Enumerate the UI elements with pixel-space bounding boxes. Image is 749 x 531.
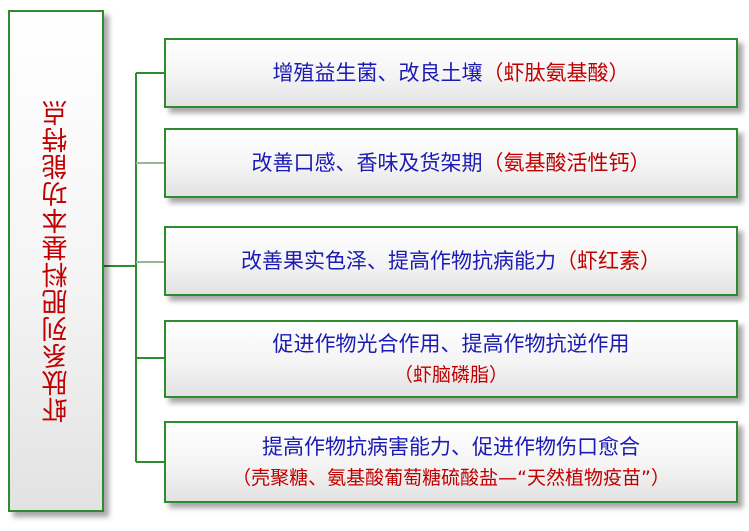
feature-1-main: 增殖益生菌、改良土壤 <box>272 61 483 85</box>
feature-3-text: 改善果实色泽、提高作物抗病能力（虾红素） <box>241 245 661 277</box>
feature-box-1: 增殖益生菌、改良土壤（虾肽氨基酸） <box>164 38 738 108</box>
feature-4-main: 促进作物光合作用、提高作物抗逆作用 <box>272 332 630 356</box>
feature-3-main: 改善果实色泽、提高作物抗病能力 <box>241 249 556 273</box>
feature-2-text: 改善口感、香味及货架期（氨基酸活性钙） <box>252 147 651 179</box>
feature-5-note: （壳聚糖、氨基酸葡萄糖硫酸盐—“天然植物疫苗”） <box>232 467 670 489</box>
root-node: 虾肽系列肥料基本功能特点 <box>8 10 104 512</box>
feature-box-4: 促进作物光合作用、提高作物抗逆作用 （虾脑磷脂） <box>164 320 738 398</box>
feature-1-text: 增殖益生菌、改良土壤（虾肽氨基酸） <box>273 57 630 89</box>
feature-3-note: （虾红素） <box>556 249 661 273</box>
root-title: 虾肽系列肥料基本功能特点 <box>41 99 72 423</box>
feature-5-main: 提高作物抗病害能力、促进作物伤口愈合 <box>262 435 640 459</box>
feature-2-note: （氨基酸活性钙） <box>482 151 651 175</box>
feature-4-note: （虾脑磷脂） <box>393 364 508 386</box>
feature-box-2: 改善口感、香味及货架期（氨基酸活性钙） <box>164 128 738 198</box>
feature-2-main: 改善口感、香味及货架期 <box>251 151 483 175</box>
feature-box-3: 改善果实色泽、提高作物抗病能力（虾红素） <box>164 226 738 296</box>
feature-1-note: （虾肽氨基酸） <box>482 61 630 85</box>
feature-box-5: 提高作物抗病害能力、促进作物伤口愈合 （壳聚糖、氨基酸葡萄糖硫酸盐—“天然植物疫… <box>164 421 738 503</box>
